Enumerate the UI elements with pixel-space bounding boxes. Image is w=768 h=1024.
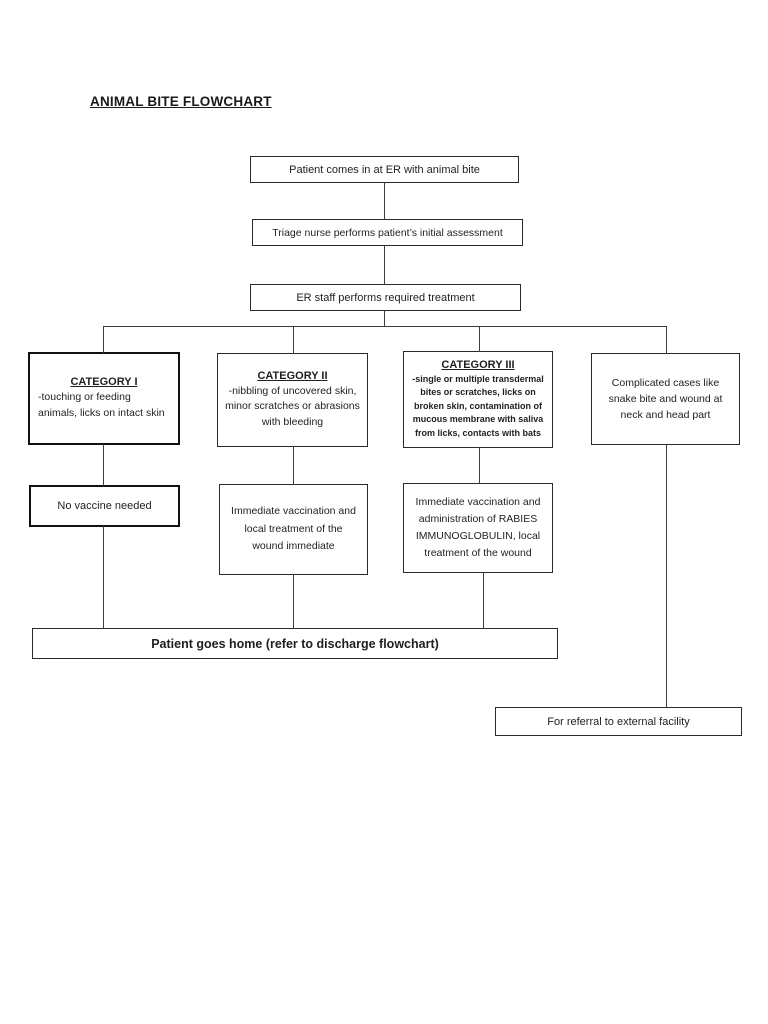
connector-branch-to-complicated xyxy=(666,326,668,354)
category-3-heading: CATEGORY III xyxy=(441,358,515,371)
flow-node-label: For referral to external facility xyxy=(547,715,690,728)
flow-node-patient-arrival: Patient comes in at ER with animal bite xyxy=(250,156,519,183)
connector-er-to-branch xyxy=(384,310,386,327)
flow-node-no-vaccine: No vaccine needed xyxy=(29,485,180,527)
flow-node-label: No vaccine needed xyxy=(57,500,152,512)
flow-node-label: Immediate vaccination and local treatmen… xyxy=(231,504,356,553)
category-2-description: -nibbling of uncovered skin, minor scrat… xyxy=(225,385,360,428)
flow-node-category-2: CATEGORY II -nibbling of uncovered skin,… xyxy=(217,353,368,447)
connector-no-vaccine-to-home xyxy=(103,526,105,629)
connector-vaccination-rig-to-home xyxy=(483,572,485,629)
flow-node-category-3: CATEGORY III -single or multiple transde… xyxy=(403,351,553,448)
flow-node-external-referral: For referral to external facility xyxy=(495,707,742,736)
connector-branch-to-category-3 xyxy=(479,326,481,352)
connector-triage-to-er xyxy=(384,245,386,285)
category-1-heading: CATEGORY I xyxy=(70,376,138,389)
page-title: ANIMAL BITE FLOWCHART xyxy=(90,94,272,109)
connector-branch-to-category-2 xyxy=(293,326,295,354)
flow-node-patient-goes-home: Patient goes home (refer to discharge fl… xyxy=(32,628,558,659)
complicated-cases-label: Complicated cases like snake bite and wo… xyxy=(608,376,723,422)
connector-vaccination-local-to-home xyxy=(293,574,295,629)
category-3-description: -single or multiple transdermal bites or… xyxy=(412,373,544,438)
connector-arrival-to-triage xyxy=(384,182,386,220)
flow-node-vaccination-local-treatment: Immediate vaccination and local treatmen… xyxy=(219,484,368,575)
flow-node-label: ER staff performs required treatment xyxy=(296,291,475,304)
flow-node-label: Immediate vaccination and administration… xyxy=(415,496,541,559)
flow-node-label: Patient goes home (refer to discharge fl… xyxy=(151,636,439,651)
connector-category-1-to-no-vaccine xyxy=(103,444,105,486)
flow-node-category-1: CATEGORY I -touching or feeding animals,… xyxy=(28,352,180,445)
connector-branch-to-category-1 xyxy=(103,326,105,353)
flow-node-vaccination-immunoglobulin: Immediate vaccination and administration… xyxy=(403,483,553,573)
flow-node-triage-assessment: Triage nurse performs patient’s initial … xyxy=(252,219,523,246)
flow-node-er-treatment: ER staff performs required treatment xyxy=(250,284,521,311)
flow-node-complicated-cases: Complicated cases like snake bite and wo… xyxy=(591,353,740,445)
connector-category-3-to-vaccination xyxy=(479,447,481,484)
connector-complicated-to-referral xyxy=(666,444,668,708)
connector-category-2-to-vaccination xyxy=(293,446,295,485)
category-1-description: -touching or feeding animals, licks on i… xyxy=(38,391,165,419)
connector-branch-horizontal xyxy=(103,326,667,328)
flow-node-label: Triage nurse performs patient’s initial … xyxy=(272,226,503,239)
category-2-heading: CATEGORY II xyxy=(257,370,328,383)
flow-node-label: Patient comes in at ER with animal bite xyxy=(289,163,480,176)
